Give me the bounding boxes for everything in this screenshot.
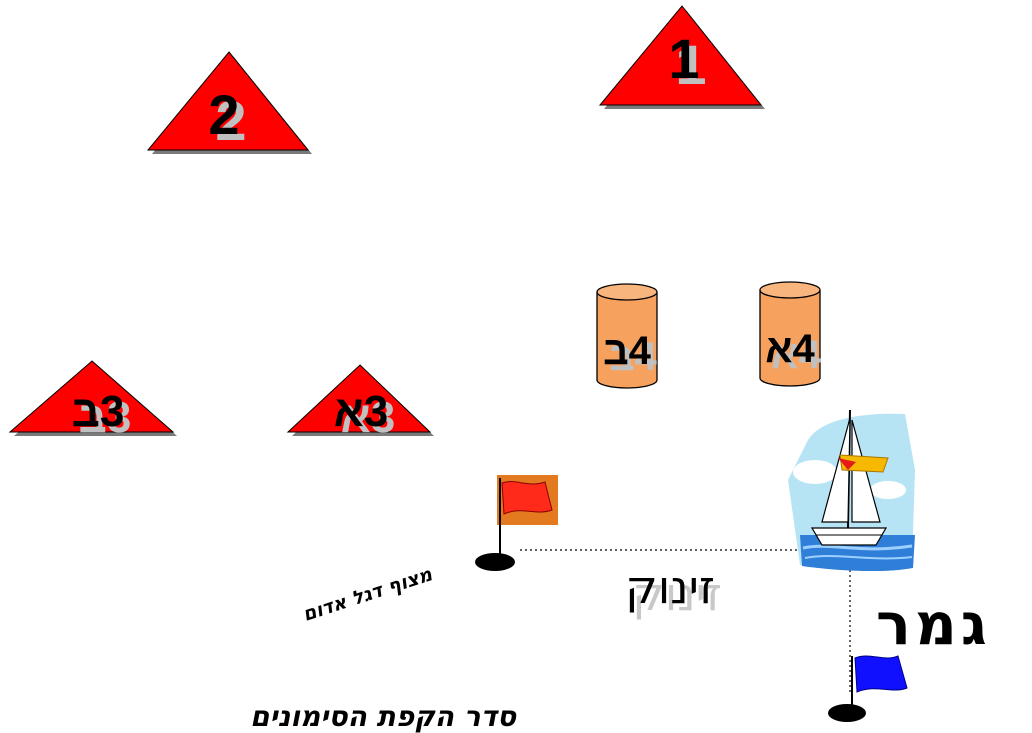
- mark-3b-label: 3ב: [72, 387, 125, 436]
- mark-4b-label: 4ב: [603, 329, 652, 373]
- mark-2-label: 2: [208, 83, 239, 146]
- start-label: זינוק: [600, 560, 740, 614]
- finish-label: גמר: [876, 590, 991, 658]
- mark-4a-label: 4א: [765, 327, 815, 371]
- mark-1-label: 1: [668, 27, 699, 90]
- mark-3a-triangle: 3א 3א: [288, 365, 434, 442]
- mark-3b-triangle: 3ב 3ב: [10, 361, 177, 442]
- sailboat-icon: [788, 410, 915, 571]
- red-flag-buoy: [475, 475, 558, 571]
- mark-2-triangle: 2 2: [148, 52, 312, 154]
- mark-4a-buoy: 4א 4א: [760, 282, 822, 386]
- mark-order-title: סדר הקפת הסימונים: [250, 700, 516, 733]
- blue-flag-buoy: [828, 656, 907, 722]
- mark-4b-buoy: 4ב 4ב: [597, 284, 658, 388]
- mark-3a-label: 3א: [334, 387, 389, 436]
- mark-1-triangle: 1 1: [600, 6, 765, 109]
